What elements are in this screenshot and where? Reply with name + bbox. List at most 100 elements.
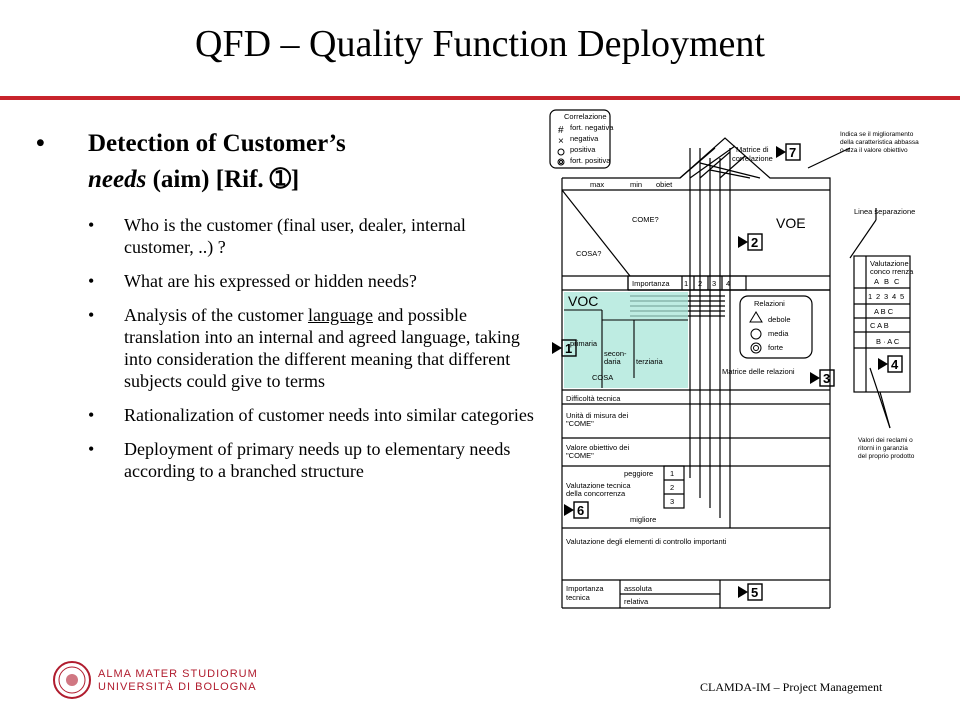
svg-text:1: 1 xyxy=(565,341,572,356)
svg-text:fort. positiva: fort. positiva xyxy=(570,156,611,165)
svg-text:correlazione: correlazione xyxy=(732,154,773,163)
svg-text:della caratteristica abbassa: della caratteristica abbassa xyxy=(840,139,919,146)
arrow-7 xyxy=(776,146,786,158)
svg-text:Difficoltà tecnica: Difficoltà tecnica xyxy=(566,394,621,403)
svg-text:Valutazione degli elementi di: Valutazione degli elementi di controllo … xyxy=(566,537,727,546)
svg-text:positiva: positiva xyxy=(570,145,596,154)
qfd-house-diagram: # × Correlazione fort. negativa negativa… xyxy=(549,109,919,609)
legend-title: Correlazione xyxy=(564,112,607,121)
svg-text:"COME": "COME" xyxy=(566,451,594,460)
svg-text:2: 2 xyxy=(670,483,674,492)
arrow-6 xyxy=(564,504,574,516)
positiva-symbol xyxy=(557,148,565,156)
voc-highlight xyxy=(564,292,688,388)
svg-text:2: 2 xyxy=(876,292,880,301)
svg-text:assoluta: assoluta xyxy=(624,584,653,593)
svg-text:VOC: VOC xyxy=(568,293,598,309)
svg-text:della concorrenza: della concorrenza xyxy=(566,489,626,498)
legend-box xyxy=(549,109,611,169)
svg-text:conco rrenza: conco rrenza xyxy=(870,267,914,276)
sub-bullet-customer: •Who is the customer (final user, dealer… xyxy=(88,215,466,257)
svg-text:COME?: COME? xyxy=(632,215,659,224)
media-circle-icon xyxy=(750,328,762,340)
svg-text:min: min xyxy=(630,180,642,189)
svg-text:debole: debole xyxy=(768,315,791,324)
svg-text:3: 3 xyxy=(884,292,888,301)
arrow-4 xyxy=(878,358,888,370)
svg-text:3: 3 xyxy=(712,279,716,288)
svg-text:Valori dei reclami o: Valori dei reclami o xyxy=(858,437,913,444)
svg-text:Valutazione tecnica: Valutazione tecnica xyxy=(566,481,631,490)
svg-text:A: A xyxy=(874,277,879,286)
slide-title: QFD – Quality Function Deployment xyxy=(195,23,765,65)
svg-text:obiet: obiet xyxy=(656,180,673,189)
underlined-language: language xyxy=(307,305,373,325)
svg-text:4: 4 xyxy=(891,357,899,372)
svg-text:Linea separazione: Linea separazione xyxy=(854,207,915,216)
negativa-symbol: × xyxy=(558,136,564,147)
svg-text:ritorni in garanzia: ritorni in garanzia xyxy=(858,445,908,452)
svg-text:4: 4 xyxy=(726,279,730,288)
svg-text:Unità di misura dei: Unità di misura dei xyxy=(566,411,628,420)
svg-text:Relazioni: Relazioni xyxy=(754,299,785,308)
svg-text:peggiore: peggiore xyxy=(624,469,653,478)
forte-double-circle-icon xyxy=(750,342,762,354)
university-name: ALMA MATER STUDIORUM UNIVERSITÀ DI BOLOG… xyxy=(98,668,258,693)
svg-text:A B C: A B C xyxy=(874,307,894,316)
svg-text:1: 1 xyxy=(684,279,688,288)
svg-text:COSA: COSA xyxy=(592,373,613,382)
main-bullet-text: Detection of Customer’s needs (aim) [Rif… xyxy=(88,130,346,193)
svg-text:7: 7 xyxy=(789,145,796,160)
svg-text:1: 1 xyxy=(670,469,674,478)
sub-bullet-rationalization: •Rationalization of customer needs into … xyxy=(88,405,534,425)
debole-triangle-icon xyxy=(749,311,763,323)
svg-text:Indica se il miglioramento: Indica se il miglioramento xyxy=(840,131,914,138)
svg-text:Importanza: Importanza xyxy=(566,584,604,593)
svg-text:o alza il valore obiettivo: o alza il valore obiettivo xyxy=(840,147,908,154)
footer-course: CLAMDA-IM – Project Management xyxy=(700,680,883,694)
university-seal-icon xyxy=(53,661,91,699)
title-divider xyxy=(0,96,960,100)
svg-text:Matrice delle relazioni: Matrice delle relazioni xyxy=(722,367,795,376)
arrow-5 xyxy=(738,586,748,598)
svg-text:terziaria: terziaria xyxy=(636,357,664,366)
svg-text:relativa: relativa xyxy=(624,597,649,606)
svg-text:Matrice di: Matrice di xyxy=(736,145,769,154)
svg-text:2: 2 xyxy=(698,279,702,288)
arrow-2 xyxy=(738,236,748,248)
svg-text:"COME": "COME" xyxy=(566,419,594,428)
main-bullet-dot: • xyxy=(36,130,45,157)
svg-text:4: 4 xyxy=(892,292,896,301)
fort-negativa-symbol: # xyxy=(558,125,564,136)
arrow-3 xyxy=(810,372,820,384)
svg-text:2: 2 xyxy=(751,235,758,250)
svg-text:max: max xyxy=(590,180,604,189)
svg-text:tecnica: tecnica xyxy=(566,593,591,602)
sub-bullet-list: •Who is the customer (final user, dealer… xyxy=(88,214,538,494)
svg-text:daria: daria xyxy=(604,357,622,366)
svg-text:C A B: C A B xyxy=(870,321,889,330)
svg-text:del proprio prodotto: del proprio prodotto xyxy=(858,453,915,460)
svg-text:5: 5 xyxy=(751,585,758,600)
svg-text:Importanza: Importanza xyxy=(632,279,670,288)
svg-text:Valutazione: Valutazione xyxy=(870,259,909,268)
sub-bullet-needs: •What are his expressed or hidden needs? xyxy=(88,271,417,291)
svg-text:COSA?: COSA? xyxy=(576,249,601,258)
svg-text:media: media xyxy=(768,329,789,338)
svg-text:secon-: secon- xyxy=(604,349,627,358)
svg-text:negativa: negativa xyxy=(570,134,599,143)
sub-bullet-deployment: •Deployment of primary needs up to eleme… xyxy=(88,439,511,481)
svg-text:1: 1 xyxy=(868,292,872,301)
svg-text:forte: forte xyxy=(768,343,783,352)
svg-text:3: 3 xyxy=(670,497,674,506)
svg-text:6: 6 xyxy=(577,503,584,518)
svg-text:migliore: migliore xyxy=(630,515,656,524)
svg-text:primaria: primaria xyxy=(570,339,598,348)
svg-text:5: 5 xyxy=(900,292,904,301)
svg-text:B: B xyxy=(884,277,889,286)
relazioni-legend xyxy=(739,295,813,359)
arrow-1 xyxy=(552,342,562,354)
svg-text:B · A C: B · A C xyxy=(876,337,900,346)
svg-text:fort. negativa: fort. negativa xyxy=(570,123,614,132)
sub-bullet-language: •Analysis of the customer language and p… xyxy=(88,305,520,391)
